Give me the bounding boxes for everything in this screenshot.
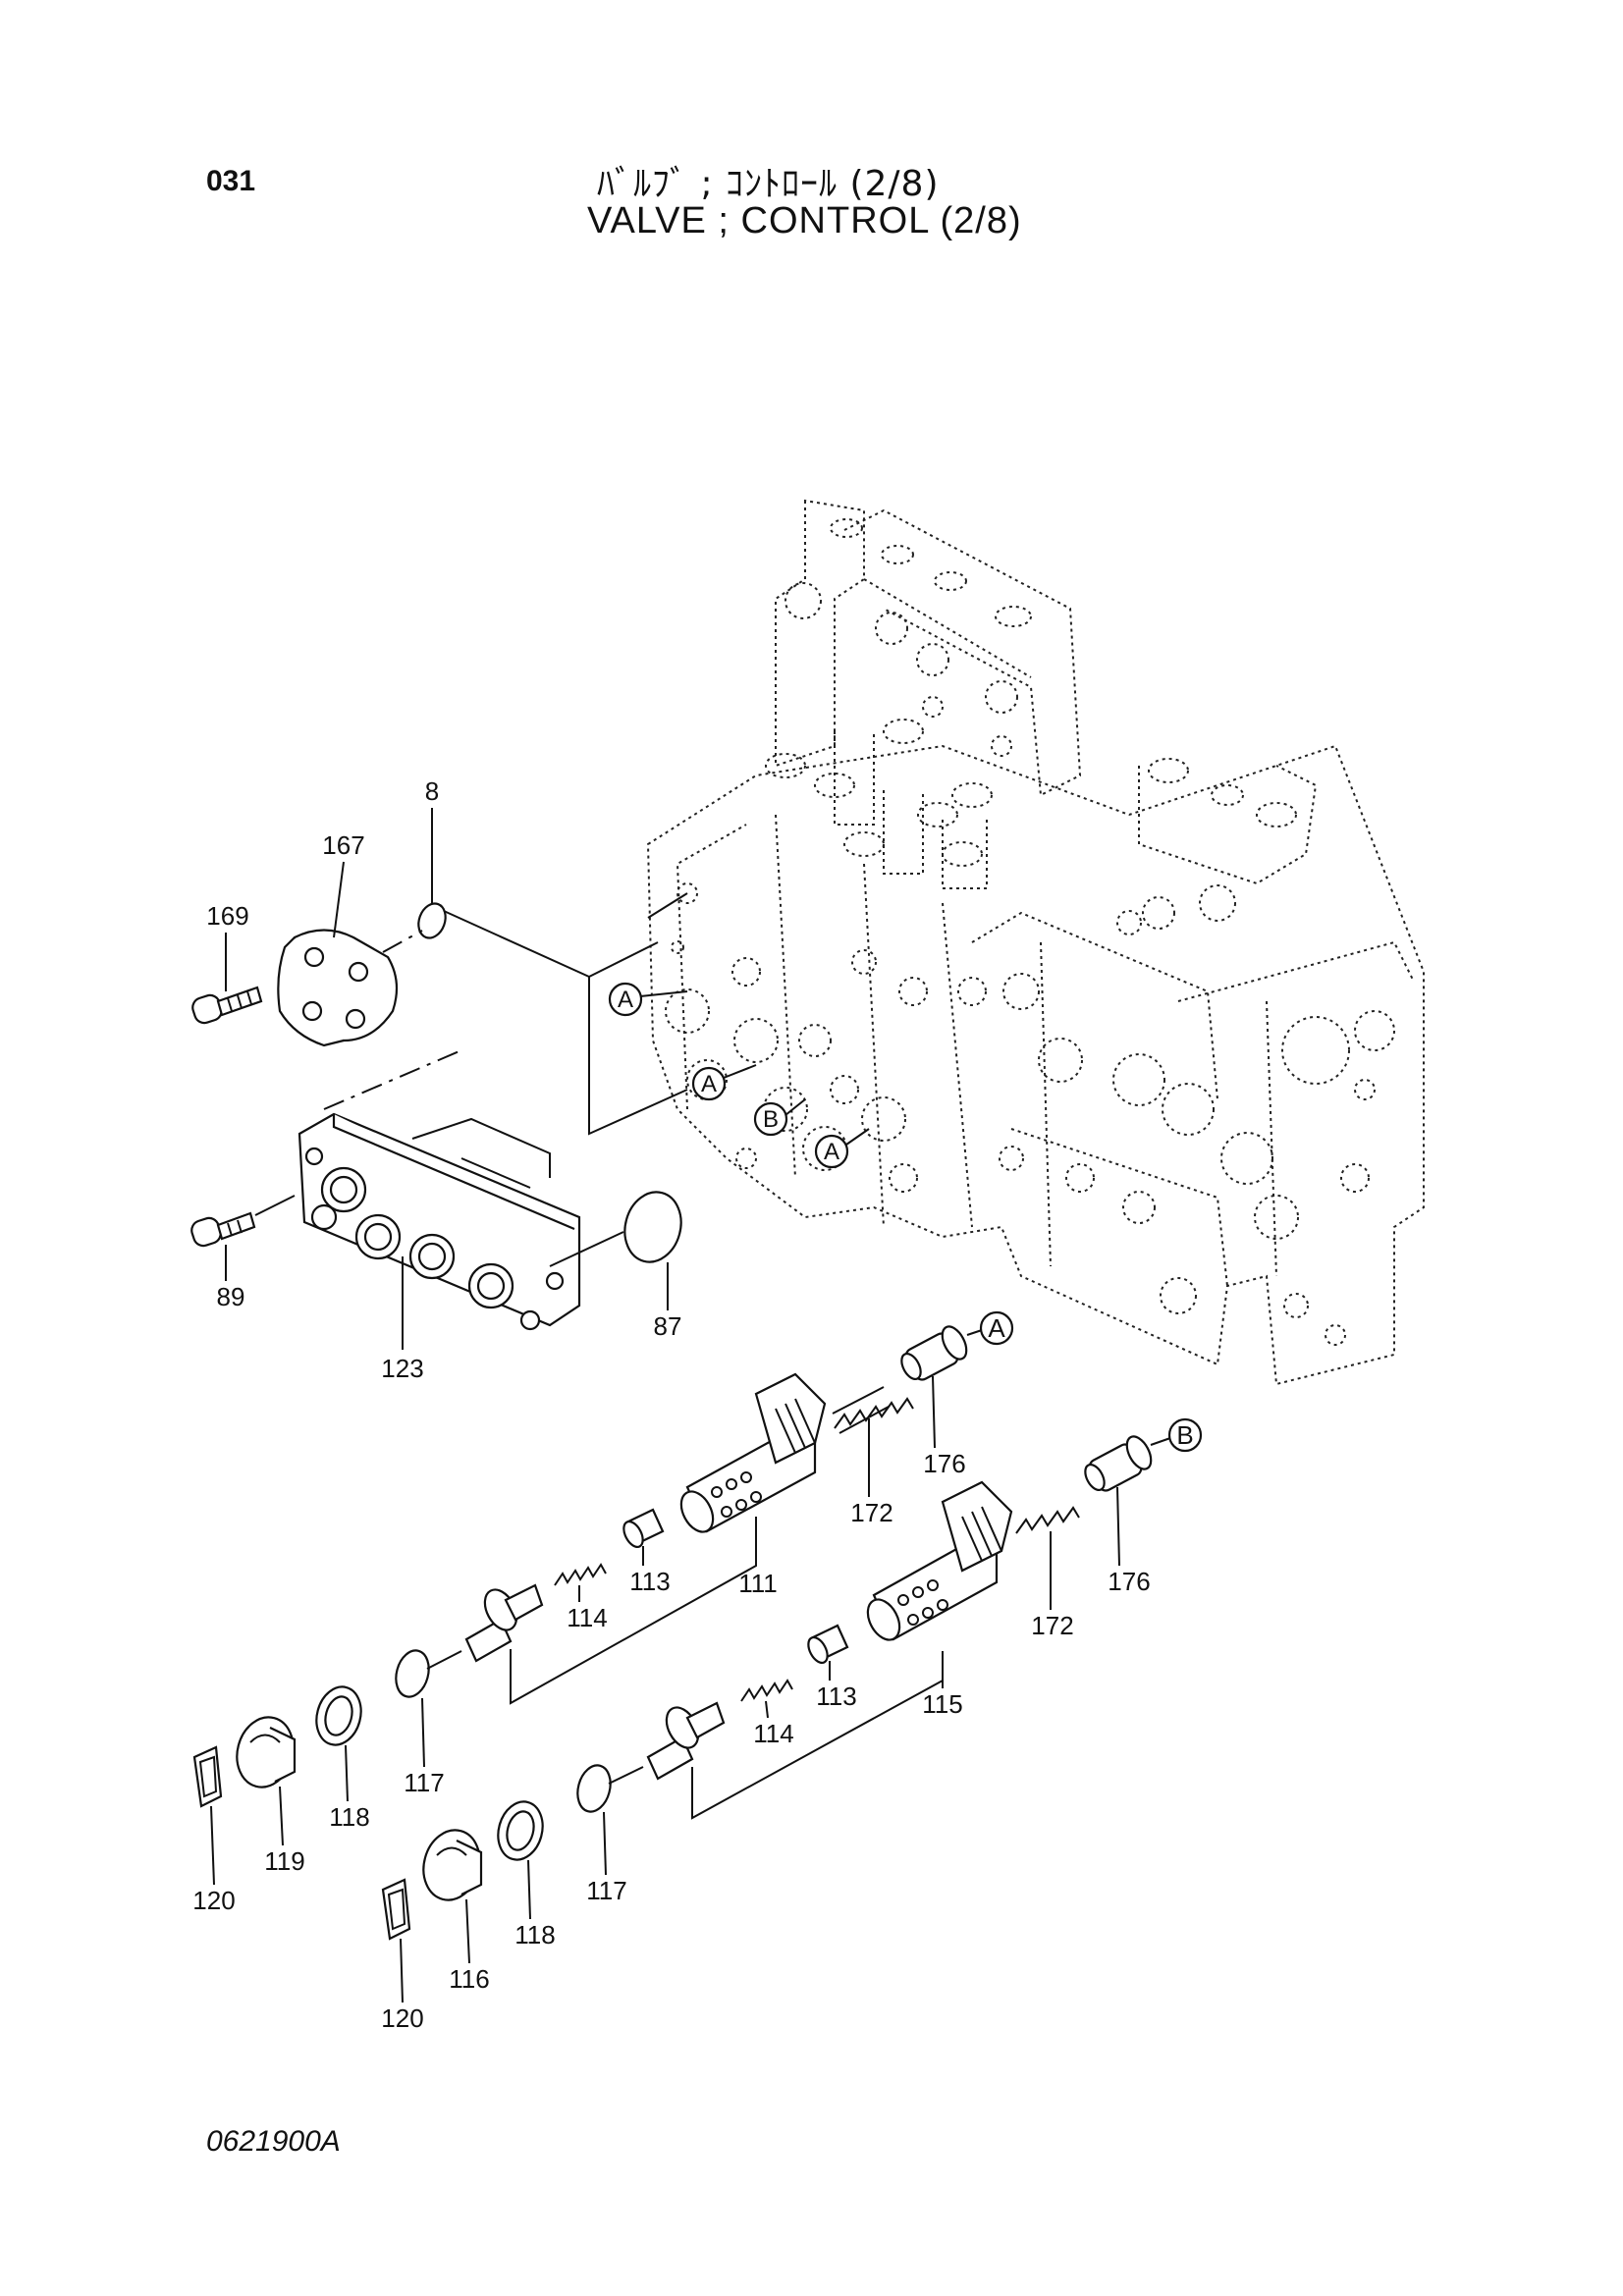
callout-body-a1: A xyxy=(618,987,633,1013)
part-label-169: 169 xyxy=(206,901,248,931)
part-label-176-lower: 176 xyxy=(1108,1567,1150,1596)
title-japanese: ﾊﾞﾙﾌﾞ ; ｺﾝﾄﾛｰﾙ (2/8) xyxy=(597,164,940,204)
piston-113-upper xyxy=(622,1508,665,1549)
part-label-113-lower: 113 xyxy=(816,1682,856,1711)
part-label-116: 116 xyxy=(449,1964,489,1994)
part-labels: 8 167 169 89 123 87 176 172 111 113 114 … xyxy=(192,776,1150,2033)
spring-114-upper xyxy=(554,1563,607,1586)
piston-113-lower xyxy=(807,1624,849,1665)
spring-114-lower xyxy=(740,1679,793,1702)
part-label-120-lower: 120 xyxy=(381,2003,423,2033)
plug-119 xyxy=(236,1716,297,1789)
bolt-169 xyxy=(191,986,263,1025)
drawing-code: 0621900A xyxy=(206,2125,341,2158)
callout-spool-a: A xyxy=(988,1313,1005,1343)
spring-172-lower xyxy=(1015,1506,1080,1534)
plug-176-upper xyxy=(900,1325,968,1381)
o-ring-87 xyxy=(623,1191,682,1263)
part-label-119: 119 xyxy=(264,1846,304,1876)
part-label-176-upper: 176 xyxy=(923,1449,965,1478)
sleeve-111 xyxy=(679,1372,827,1533)
spool-end-upper xyxy=(464,1583,544,1663)
spool-assembly-111: A xyxy=(192,1310,1014,1808)
spring-172-upper xyxy=(834,1397,914,1429)
bolt-89 xyxy=(190,1211,256,1248)
o-ring-8 xyxy=(417,902,447,939)
part-label-89: 89 xyxy=(217,1282,245,1311)
o-ring-117-upper xyxy=(395,1649,430,1698)
part-label-8: 8 xyxy=(425,776,439,806)
part-label-111: 111 xyxy=(738,1569,778,1598)
spool-end-lower xyxy=(646,1701,726,1781)
part-label-117-upper: 117 xyxy=(404,1768,444,1797)
part-label-172-upper: 172 xyxy=(850,1498,893,1527)
part-label-167: 167 xyxy=(322,830,364,860)
part-label-118-upper: 118 xyxy=(329,1802,369,1832)
ring-118-upper xyxy=(315,1685,362,1746)
cover-block-123 xyxy=(298,1112,581,1331)
plug-116 xyxy=(422,1829,483,1901)
part-label-123: 123 xyxy=(381,1354,423,1383)
callout-circle xyxy=(814,1134,849,1169)
callout-spool-b: B xyxy=(1176,1420,1193,1450)
cover-plate-167 xyxy=(277,929,399,1047)
leader-lines xyxy=(210,808,1120,2003)
spool-assembly-115: B xyxy=(381,1417,1203,1941)
cover-assembly-lower xyxy=(190,1049,682,1331)
washer-120-upper xyxy=(192,1745,223,1808)
callout-body-a3: A xyxy=(824,1139,839,1165)
callout-circle xyxy=(753,1101,788,1137)
plug-176-lower xyxy=(1084,1435,1153,1492)
callout-circle xyxy=(691,1066,727,1101)
part-label-117-lower: 117 xyxy=(586,1876,626,1905)
part-label-87: 87 xyxy=(654,1311,682,1341)
callout-circle xyxy=(1167,1417,1203,1453)
control-valve-body xyxy=(646,499,1425,1386)
ring-118-lower xyxy=(497,1800,544,1861)
o-ring-117-lower xyxy=(576,1764,612,1813)
part-label-114-lower: 114 xyxy=(753,1719,793,1748)
sleeve-115 xyxy=(866,1480,1013,1641)
callout-circle xyxy=(608,982,643,1017)
part-label-113-upper: 113 xyxy=(629,1567,670,1596)
part-label-118-lower: 118 xyxy=(514,1920,555,1949)
washer-120-lower xyxy=(381,1878,411,1941)
part-label-114-upper: 114 xyxy=(567,1603,607,1632)
callout-circle xyxy=(979,1310,1014,1346)
callout-body-b: B xyxy=(763,1106,779,1133)
part-label-172-lower: 172 xyxy=(1031,1611,1073,1640)
part-label-115: 115 xyxy=(922,1689,962,1719)
title-english: VALVE ; CONTROL (2/8) xyxy=(587,200,1022,241)
part-label-120-upper: 120 xyxy=(192,1886,235,1915)
page-number: 031 xyxy=(206,165,256,197)
body-callouts: A A B A xyxy=(608,982,870,1169)
callout-body-a2: A xyxy=(701,1071,717,1097)
cover-assembly-upper xyxy=(191,892,688,1136)
